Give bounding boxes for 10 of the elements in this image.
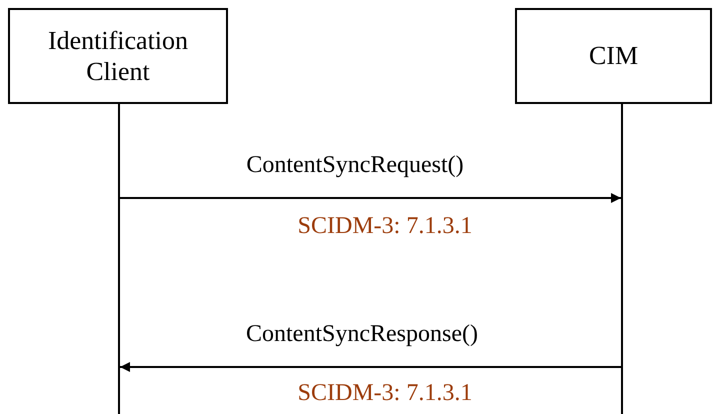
- spec-reference: SCIDM-3: 7.1.3.1: [298, 213, 472, 240]
- lifeline: [118, 104, 120, 414]
- message-arrow: [120, 193, 621, 203]
- lifeline-head-box: Identification Client: [8, 8, 228, 104]
- edge-label: ContentSyncResponse(): [244, 321, 480, 348]
- spec-reference: SCIDM-3: 7.1.3.1: [298, 380, 472, 407]
- edge-label: ContentSyncRequest(): [244, 152, 466, 179]
- lifeline: [621, 104, 623, 414]
- lifeline-head-box: CIM: [515, 8, 712, 104]
- message-arrow: [120, 362, 621, 372]
